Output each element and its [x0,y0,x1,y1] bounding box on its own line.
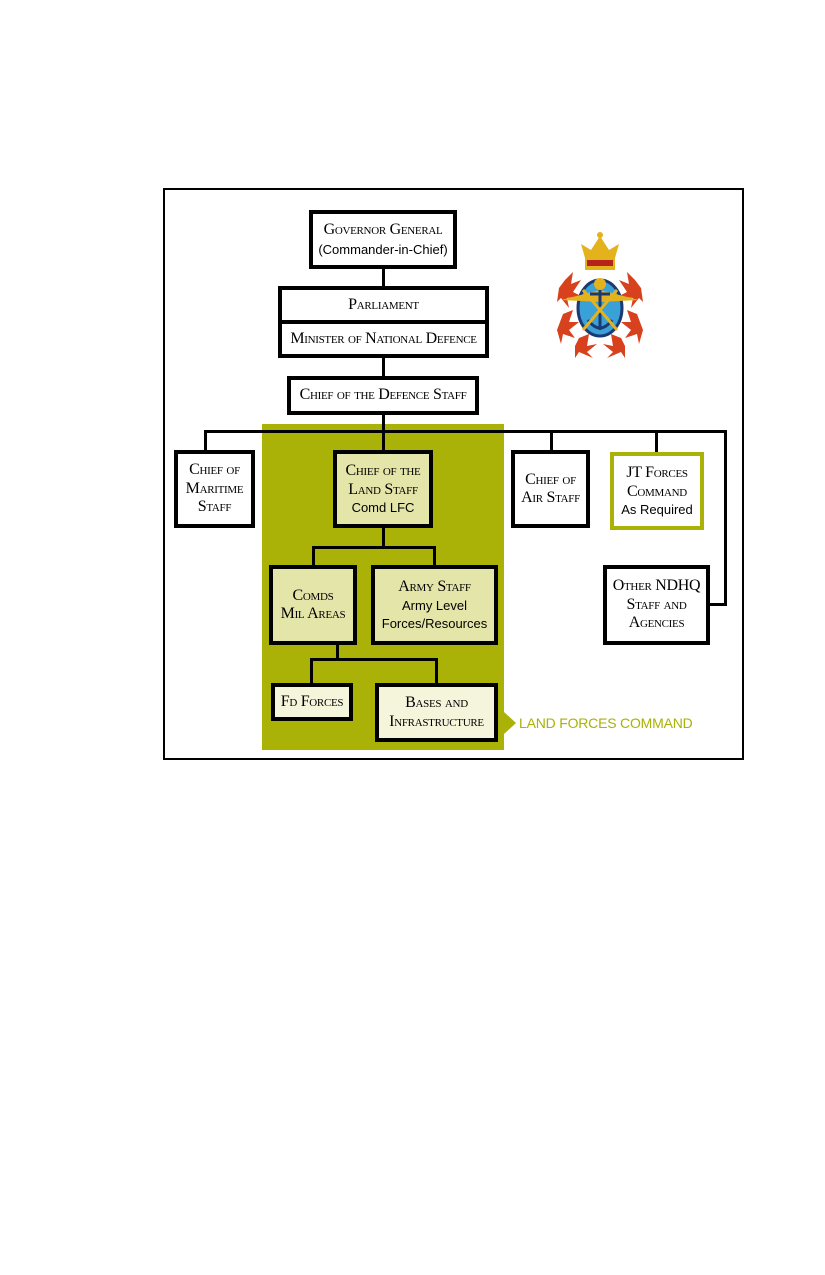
connector-army [433,546,436,566]
connector-ndhq-vertical [724,430,727,606]
army-staff-title: Army Staff [398,577,471,595]
cds-box: Chief of the Defence Staff [287,376,479,415]
comds-line2: Mil Areas [280,605,346,622]
connector-comds [312,546,315,566]
air-staff-line1: Chief of [525,470,576,488]
maritime-staff-box: Chief of Maritime Staff [174,450,255,528]
fd-forces-title: Fd Forces [280,692,344,710]
connector-field-branch [310,658,438,661]
org-chart-frame [163,188,744,760]
maritime-line1: Chief of [189,461,240,479]
comds-mil-areas-box: Comds Mil Areas [269,565,357,645]
comds-line1: Comds [292,586,334,604]
connector-land-down [382,528,385,548]
connector-land-branch [312,546,436,549]
land-staff-subtitle: Comd LFC [351,499,415,515]
ndhq-line1: Other NDHQ [612,577,701,595]
land-forces-arrow-icon [504,712,516,734]
maritime-line2: Maritime [185,479,244,497]
connector-branch-horizontal [204,430,727,433]
jt-forces-line2: Command [627,482,687,500]
other-ndhq-box: Other NDHQ Staff and Agencies [603,565,710,645]
army-staff-sub1: Army Level [401,598,468,614]
land-staff-box: Chief of the Land Staff Comd LFC [333,450,433,528]
connector-comds-down [336,644,339,660]
governor-general-box: Governor General (Commander-in-Chief) [309,210,457,269]
fd-forces-box: Fd Forces [271,683,353,721]
governor-general-title: Governor General [323,221,443,239]
air-staff-box: Chief of Air Staff [511,450,590,528]
minister-box: Minister of National Defence [278,320,489,358]
connector-gg-parliament [382,268,385,288]
connector-jt [655,430,658,452]
governor-general-subtitle: (Commander-in-Chief) [318,241,448,257]
army-staff-sub2: Forces/Resources [381,616,488,632]
maritime-line3: Staff [197,498,232,516]
jt-forces-command-box: JT Forces Command As Required [610,452,704,530]
connector-fd [310,658,313,684]
parliament-box: Parliament [278,286,489,324]
jt-forces-line1: JT Forces [626,464,688,482]
ndhq-line2: Staff and [626,595,687,613]
jt-forces-subtitle: As Required [621,501,693,517]
bases-line2: Infrastructure [389,712,484,730]
cds-title: Chief of the Defence Staff [299,386,467,404]
land-forces-command-label: LAND FORCES COMMAND [519,715,693,731]
land-staff-line1: Chief of the [345,462,421,480]
air-staff-line2: Air Staff [521,489,580,506]
canadian-forces-emblem-icon [557,232,643,358]
minister-title: Minister of National Defence [290,329,477,347]
ndhq-line3: Agencies [628,614,685,632]
connector-minister-cds [382,356,385,378]
parliament-title: Parliament [348,295,419,313]
land-staff-line2: Land Staff [348,480,418,498]
bases-infrastructure-box: Bases and Infrastructure [375,683,498,742]
connector-ndhq-horizontal [708,603,727,606]
connector-bases [435,658,438,684]
bases-line1: Bases and [405,694,468,712]
connector-air [550,430,553,452]
army-staff-box: Army Staff Army Level Forces/Resources [371,565,498,645]
connector-maritime [204,430,207,452]
connector-cds-down [382,414,385,452]
